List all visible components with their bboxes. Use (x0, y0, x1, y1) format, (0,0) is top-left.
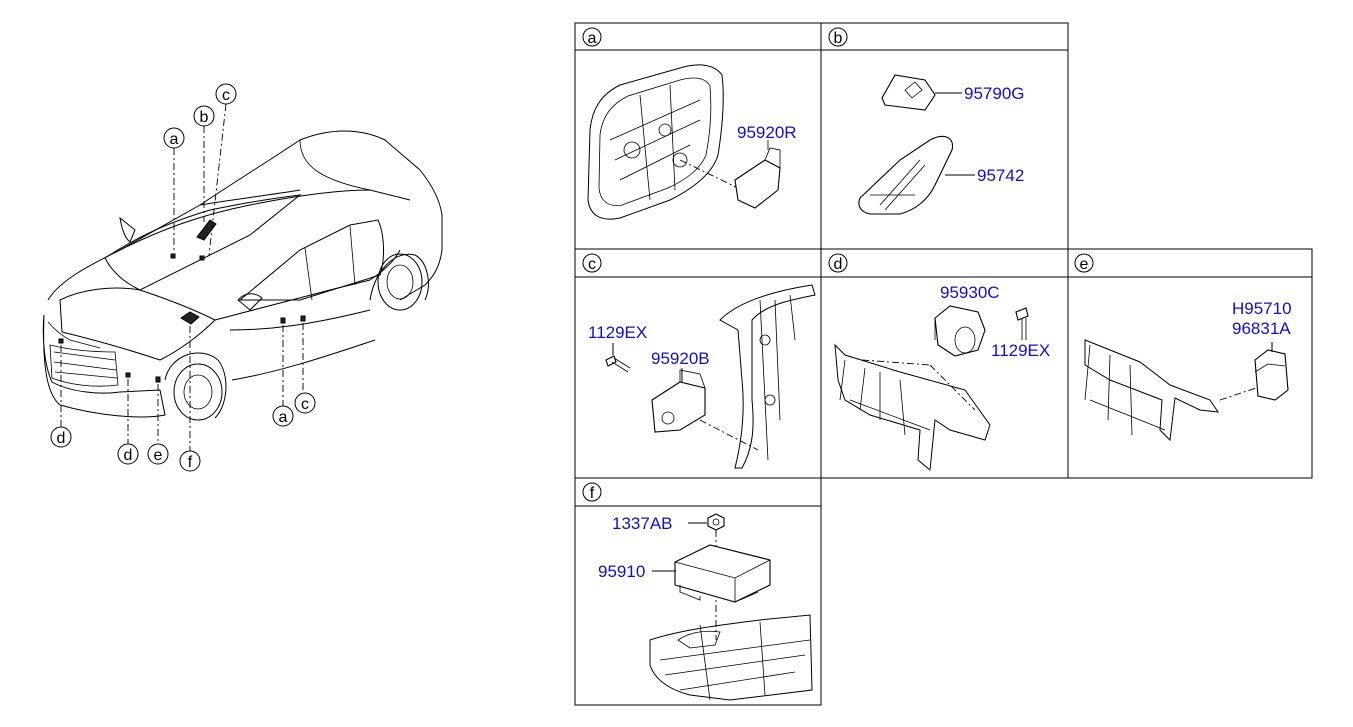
front-camera (881, 74, 936, 111)
nut-f (707, 513, 725, 531)
front-impact-sensor-d (934, 305, 986, 357)
door-sensor-mark-c (300, 315, 306, 322)
callout-f: f (179, 450, 201, 472)
front-sensor-e (1254, 349, 1289, 401)
bolt-c (605, 355, 617, 367)
front-sensor-mark-d2 (125, 372, 131, 378)
panel-a: a 95920R (574, 22, 822, 250)
svg-text:e: e (1080, 256, 1089, 273)
camera-cover (858, 135, 954, 215)
svg-text:d: d (124, 447, 133, 464)
panel-a-badge: a (582, 27, 602, 47)
panel-b-badge: b (828, 27, 848, 47)
svg-text:f: f (188, 454, 193, 471)
front-sensor-mark-e (155, 376, 161, 383)
panel-e: e H95710 96831A (1067, 248, 1313, 479)
panel-f-badge: f (582, 482, 602, 502)
airbag-module-mark (180, 311, 200, 325)
svg-text:c: c (222, 87, 230, 104)
svg-text:b: b (834, 30, 843, 47)
camera-mark (196, 219, 217, 241)
part-95910: 95910 (598, 562, 645, 581)
part-H95710: H95710 (1232, 299, 1292, 318)
panel-d: d 95930C 1129EX (820, 248, 1069, 479)
part-96831A: 96831A (1232, 319, 1291, 338)
svg-text:b: b (200, 109, 209, 126)
panel-f: f 1337AB 95910 (574, 477, 822, 706)
airbag-control-module (674, 544, 771, 603)
car-overview: a b c a c d d e f (42, 83, 443, 472)
sensor-mark-c (199, 255, 205, 261)
svg-text:c: c (588, 256, 596, 273)
part-95930C: 95930C (940, 283, 1000, 302)
callout-d-mid: d (117, 443, 139, 465)
part-1129EX-c: 1129EX (588, 323, 647, 342)
svg-text:a: a (170, 131, 179, 148)
svg-text:a: a (588, 30, 597, 47)
svg-text:e: e (154, 447, 163, 464)
svg-text:a: a (279, 409, 288, 426)
side-impact-sensor-a (734, 159, 781, 209)
part-1337AB: 1337AB (612, 514, 673, 533)
panel-b: b 95790G 95742 (820, 22, 1069, 250)
panel-d-badge: d (828, 253, 848, 273)
svg-text:d: d (834, 256, 843, 273)
bolt-d (1015, 307, 1029, 321)
front-sensor-mark-d1 (58, 338, 64, 344)
svg-text:c: c (301, 396, 309, 413)
callout-a-top: a (163, 127, 185, 149)
callout-c-top: c (215, 83, 237, 105)
part-95920B: 95920B (651, 349, 710, 368)
part-1129EX-d: 1129EX (991, 341, 1050, 360)
panel-c: c 1129EX 95920B (574, 248, 822, 479)
svg-text:d: d (57, 430, 66, 447)
part-95742: 95742 (977, 166, 1024, 185)
part-95790G: 95790G (964, 84, 1025, 103)
callout-c-side: c (294, 392, 316, 414)
sensor-mark-a (170, 253, 176, 259)
callout-d-left: d (50, 426, 72, 448)
svg-text:f: f (590, 485, 595, 502)
callout-a-side: a (272, 405, 294, 427)
panel-e-badge: e (1074, 253, 1094, 273)
side-impact-sensor-c (651, 381, 706, 433)
panel-c-badge: c (582, 253, 602, 273)
door-sensor-mark-a (280, 317, 286, 324)
callout-b-top: b (193, 105, 215, 127)
callout-e: e (147, 443, 169, 465)
part-95920R: 95920R (737, 123, 797, 142)
